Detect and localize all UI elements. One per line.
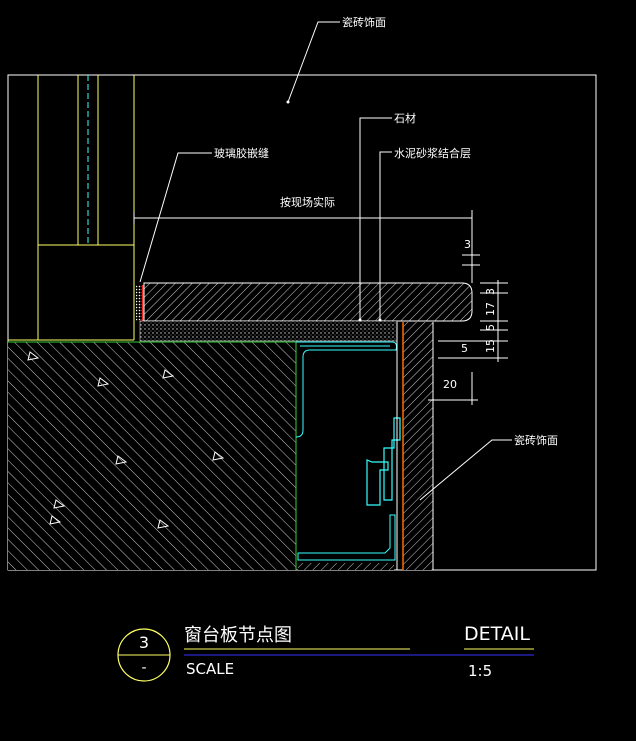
drawing-title: 窗台板节点图 — [184, 625, 292, 646]
dim-15: 15 — [484, 339, 497, 353]
dimension-overall — [133, 210, 473, 283]
detail-number: 3 — [139, 633, 149, 652]
mortar-layer — [139, 320, 398, 342]
bottom-hatch — [298, 563, 394, 570]
label-tile-top: 瓷砖饰面 — [342, 15, 386, 29]
dim-3-right: 3 — [484, 288, 497, 295]
leader-lines — [139, 21, 512, 501]
tile-panel — [403, 322, 433, 570]
leader-dots — [286, 100, 382, 322]
label-tile-right: 瓷砖饰面 — [514, 433, 558, 447]
detail-label: DETAIL — [464, 623, 530, 645]
cyan-clip-a — [366, 459, 389, 506]
detail-sub: - — [141, 660, 146, 676]
stone-sill — [143, 282, 473, 322]
window-frame — [8, 75, 135, 341]
cyan-bracket-top — [295, 341, 397, 438]
dimension-chain — [428, 240, 508, 405]
label-stone: 石材 — [394, 111, 416, 125]
dim-20: 20 — [443, 378, 457, 391]
scale-ratio: 1:5 — [468, 662, 492, 680]
dim-5-a: 5 — [484, 324, 497, 331]
label-glass-sealant: 玻璃胶嵌缝 — [214, 146, 269, 160]
concrete-triangles — [27, 351, 225, 529]
label-site-actual: 按现场实际 — [280, 195, 335, 209]
scale-label: SCALE — [186, 660, 234, 678]
dim-5-b: 5 — [461, 342, 468, 355]
dim-17: 17 — [484, 302, 497, 316]
concrete-wall — [8, 342, 296, 570]
glass-sealant-joint — [136, 285, 143, 321]
label-mortar-layer: 水泥砂浆结合层 — [394, 146, 471, 160]
cyan-clip-b — [383, 417, 401, 501]
dim-3-top: 3 — [464, 238, 471, 251]
cyan-bottom-channel — [297, 514, 396, 561]
